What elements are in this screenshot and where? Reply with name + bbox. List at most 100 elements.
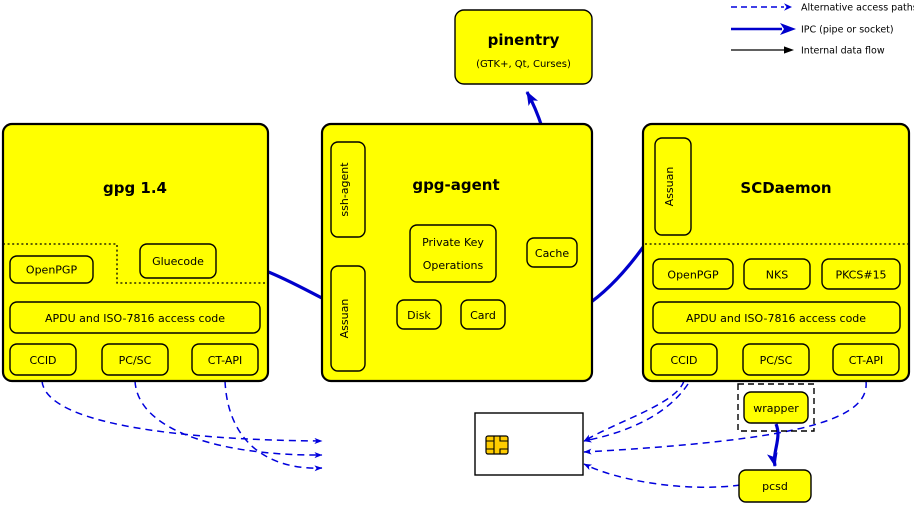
legend-item-internal-data-flow: Internal data flow xyxy=(731,46,885,57)
scd-openpgp-label: OpenPGP xyxy=(667,269,719,282)
panel-gpg14-frame[interactable] xyxy=(1,122,270,383)
wrapper-box[interactable] xyxy=(743,391,809,424)
gpg14-apdu-box[interactable] xyxy=(9,301,261,334)
node-agent-private-key-operations[interactable]: Private Key Operations xyxy=(409,224,497,283)
node-wrapper[interactable]: wrapper xyxy=(737,383,815,432)
agent-cache-label: Cache xyxy=(535,247,569,260)
gpg14-ctapi-label: CT-API xyxy=(208,354,243,367)
altpath-agent-to-card xyxy=(583,383,689,443)
chip-contacts xyxy=(486,436,508,454)
scd-apdu-box[interactable] xyxy=(652,301,901,334)
wrapper-dashed-enclosure xyxy=(737,383,815,432)
legend-item-alternative-access-paths: Alternative access paths xyxy=(731,3,914,14)
scd-ccid-label: CCID xyxy=(670,354,697,367)
node-gpg14-ctapi[interactable]: CT-API xyxy=(191,343,259,376)
pinentry-box[interactable] xyxy=(454,9,593,85)
node-agent-assuan[interactable]: Assuan xyxy=(330,265,366,372)
scd-pkcs15-label: PKCS#15 xyxy=(835,269,886,282)
node-scd-pkcs15[interactable]: PKCS#15 xyxy=(821,258,901,290)
agent-pko-label-line1: Private Key xyxy=(422,236,484,249)
node-scd-apdu[interactable]: APDU and ISO-7816 access code xyxy=(652,301,901,334)
ipc-wrapper-to-pcsd xyxy=(767,423,780,467)
legend-arrow-solid-blue xyxy=(780,23,796,35)
node-agent-ssh-agent[interactable]: ssh-agent xyxy=(330,141,366,238)
pinentry-subtitle: (GTK+, Qt, Curses) xyxy=(476,59,571,70)
agent-card-label: Card xyxy=(470,309,496,322)
pcsd-label: pcsd xyxy=(762,480,788,493)
agent-card-box[interactable] xyxy=(460,299,506,330)
gpg14-gluecode-label: Gluecode xyxy=(152,255,204,268)
altpath-scd-ctapi-to-card xyxy=(583,380,867,455)
scd-pkcs15-box[interactable] xyxy=(821,258,901,290)
scd-assuan-label: Assuan xyxy=(663,167,676,207)
node-scd-ccid[interactable]: CCID xyxy=(650,343,718,376)
pinentry-title: pinentry xyxy=(488,31,560,49)
legend-item-ipc: IPC (pipe or socket) xyxy=(731,23,894,36)
altpath-gpg14-ccid-to-card xyxy=(41,380,323,444)
scd-nks-box[interactable] xyxy=(743,258,811,290)
node-scd-openpgp[interactable]: OpenPGP xyxy=(652,258,734,290)
node-pinentry[interactable]: pinentry (GTK+, Qt, Curses) xyxy=(454,9,593,85)
scd-assuan-box[interactable] xyxy=(654,137,692,236)
gpg14-ccid-box[interactable] xyxy=(9,343,77,376)
pcsd-box[interactable] xyxy=(738,469,812,503)
node-scd-pcsc[interactable]: PC/SC xyxy=(742,343,810,376)
node-smartcard[interactable] xyxy=(474,412,584,476)
scd-nks-label: NKS xyxy=(766,269,788,282)
node-gpg14-ccid[interactable]: CCID xyxy=(9,343,77,376)
gpg14-openpgp-box[interactable] xyxy=(9,255,94,284)
scd-ctapi-box[interactable] xyxy=(832,343,900,376)
node-agent-card[interactable]: Card xyxy=(460,299,506,330)
gpg14-ctapi-box[interactable] xyxy=(191,343,259,376)
legend-label-internal-data-flow: Internal data flow xyxy=(801,46,885,57)
gpg14-openpgp-label: OpenPGP xyxy=(26,264,78,277)
node-gpg14-gluecode[interactable]: Gluecode xyxy=(139,243,217,279)
legend: Alternative access paths IPC (pipe or so… xyxy=(731,3,914,57)
altpath-gpg14-pcsc-to-card xyxy=(134,380,323,459)
agent-pko-label-line2: Operations xyxy=(423,259,484,272)
scd-apdu-label: APDU and ISO-7816 access code xyxy=(686,312,866,325)
panel-scdaemon[interactable]: SCDaemon Assuan OpenPGP NKS PKCS#15 APDU xyxy=(641,122,911,383)
panel-scdaemon-title: SCDaemon xyxy=(740,179,831,197)
agent-assuan-label: Assuan xyxy=(338,299,351,339)
legend-label-ipc: IPC (pipe or socket) xyxy=(801,25,894,36)
node-scd-assuan[interactable]: Assuan xyxy=(654,137,692,236)
node-pcsd[interactable]: pcsd xyxy=(738,469,812,503)
agent-pko-box[interactable] xyxy=(409,224,497,283)
panel-gpg-agent-title: gpg-agent xyxy=(412,176,499,194)
panel-gpg14[interactable]: gpg 1.4 OpenPGP Gluecode APDU and ISO-78… xyxy=(1,122,270,383)
smartcard-chip-icon xyxy=(485,435,509,455)
altpath-scd-ccid-to-card xyxy=(583,380,685,442)
panel-gpg-agent[interactable]: gpg-agent ssh-agent Assuan Private Key O… xyxy=(320,122,594,383)
gpg14-apdu-label: APDU and ISO-7816 access code xyxy=(45,312,225,325)
node-gpg14-openpgp[interactable]: OpenPGP xyxy=(9,255,94,284)
legend-arrow-dashed-blue xyxy=(784,3,792,11)
node-gpg14-apdu[interactable]: APDU and ISO-7816 access code xyxy=(9,301,261,334)
agent-assuan-box[interactable] xyxy=(330,265,366,372)
legend-label-alternative-access-paths: Alternative access paths xyxy=(801,3,914,14)
gpg14-ccid-label: CCID xyxy=(29,354,56,367)
panel-gpg14-title: gpg 1.4 xyxy=(103,179,167,197)
node-scd-nks[interactable]: NKS xyxy=(743,258,811,290)
scd-ccid-box[interactable] xyxy=(650,343,718,376)
scd-ctapi-label: CT-API xyxy=(849,354,884,367)
gpg14-pcsc-box[interactable] xyxy=(101,343,169,376)
scd-pcsc-label: PC/SC xyxy=(760,354,793,367)
node-agent-disk[interactable]: Disk xyxy=(396,299,442,330)
altpath-pcsd-to-card xyxy=(583,463,741,488)
node-scd-ctapi[interactable]: CT-API xyxy=(832,343,900,376)
agent-ssh-agent-label: ssh-agent xyxy=(338,162,351,217)
agent-disk-box[interactable] xyxy=(396,299,442,330)
agent-ssh-agent-box[interactable] xyxy=(330,141,366,238)
scd-pcsc-box[interactable] xyxy=(742,343,810,376)
gpg14-dotted-divider xyxy=(3,243,268,284)
gpg14-pcsc-label: PC/SC xyxy=(119,354,152,367)
gpg14-gluecode-box[interactable] xyxy=(139,243,217,279)
scd-openpgp-box[interactable] xyxy=(652,258,734,290)
wrapper-label: wrapper xyxy=(753,402,799,415)
node-gpg14-pcsc[interactable]: PC/SC xyxy=(101,343,169,376)
node-agent-cache[interactable]: Cache xyxy=(526,237,578,268)
chip-pad xyxy=(485,435,509,455)
